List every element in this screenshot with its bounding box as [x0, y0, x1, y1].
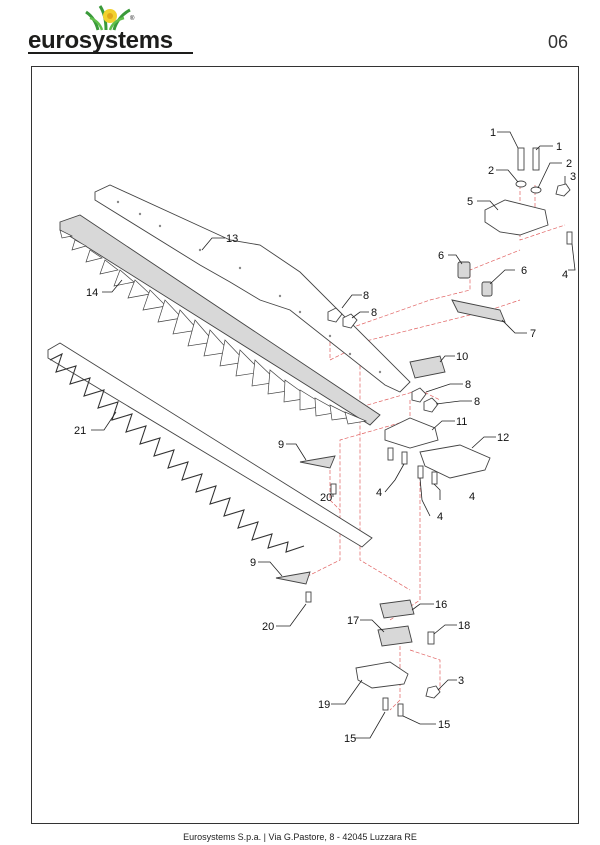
logo-flower-icon: ®	[85, 5, 135, 31]
callout-4-mid-right: 4	[469, 491, 475, 503]
callout-19: 19	[318, 699, 330, 711]
eurosystems-logo: ®	[26, 4, 201, 56]
callout-9-top: 9	[278, 439, 284, 451]
part-12-guard	[419, 444, 491, 479]
callout-4-mid-left: 4	[376, 487, 382, 499]
part-5-plate	[484, 199, 549, 236]
callout-5: 5	[467, 196, 473, 208]
callout-3-bottom: 3	[458, 675, 464, 687]
footer-separator: |	[263, 832, 266, 842]
callout-16: 16	[435, 599, 447, 611]
callout-3-top: 3	[570, 171, 576, 183]
callout-13: 13	[226, 233, 238, 245]
callout-18: 18	[458, 620, 470, 632]
callout-15-left: 15	[344, 733, 356, 745]
callout-numbers: 1 1 2 2 3 5 4 6 6 7 13 14 8 8 10 8 8 11 …	[74, 127, 576, 745]
logo-wordmark: eurosystems	[28, 27, 173, 54]
part-1-screws	[517, 147, 540, 171]
callout-8-b: 8	[371, 307, 377, 319]
callout-7: 7	[530, 328, 536, 340]
callout-1-left: 1	[490, 127, 496, 139]
callout-17: 17	[347, 615, 359, 627]
svg-text:®: ®	[130, 15, 135, 22]
part-14-toothed-blade	[59, 214, 381, 426]
callout-11: 11	[456, 416, 467, 428]
callout-leaders	[91, 131, 576, 739]
part-15-bolts	[382, 697, 404, 717]
part-4-bolts	[387, 231, 573, 485]
footer-company: Eurosystems S.p.a.	[183, 832, 262, 842]
callout-8-a: 8	[363, 290, 369, 302]
part-7-bracket	[451, 299, 506, 323]
part-8-nuts	[327, 307, 439, 413]
part-18-pin	[427, 631, 435, 645]
part-17-plate	[377, 625, 413, 647]
callout-15-right: 15	[438, 719, 450, 731]
page-footer: Eurosystems S.p.a. | Via G.Pastore, 8 - …	[0, 832, 600, 842]
part-20-pins	[305, 483, 337, 603]
part-3-nut	[425, 183, 571, 699]
part-10-clip	[409, 355, 446, 379]
callout-4-bottom: 4	[437, 511, 443, 523]
callout-20-top: 20	[320, 492, 332, 504]
part-11-plate	[384, 417, 439, 449]
callout-1-right: 1	[556, 141, 562, 153]
part-2-washers	[515, 180, 542, 194]
callout-9-bottom: 9	[250, 557, 256, 569]
callout-8-c: 8	[465, 379, 471, 391]
part-19-bracket	[355, 661, 409, 689]
callout-8-d: 8	[474, 396, 480, 408]
callout-4-top: 4	[562, 269, 568, 281]
part-16-plate	[379, 599, 415, 619]
callout-21: 21	[74, 425, 86, 437]
part-21-spring-blade	[47, 342, 373, 553]
part-9-triangles	[275, 455, 336, 585]
logo-underline	[28, 52, 193, 54]
callout-6-right: 6	[521, 265, 527, 277]
diagram-frame	[31, 66, 579, 824]
part-6-bushings	[457, 261, 493, 297]
callout-10: 10	[456, 351, 468, 363]
callout-14: 14	[86, 287, 98, 299]
assembly-leader-lines	[299, 185, 566, 711]
footer-address: Via G.Pastore, 8 - 42045 Luzzara RE	[268, 832, 417, 842]
part-13-cutter-bar	[94, 184, 411, 393]
callout-6-left: 6	[438, 250, 444, 262]
callout-20-bottom: 20	[262, 621, 274, 633]
page-number: 06	[547, 32, 568, 52]
callout-2-left: 2	[488, 165, 494, 177]
callout-12: 12	[497, 432, 509, 444]
callout-2-right: 2	[566, 158, 572, 170]
